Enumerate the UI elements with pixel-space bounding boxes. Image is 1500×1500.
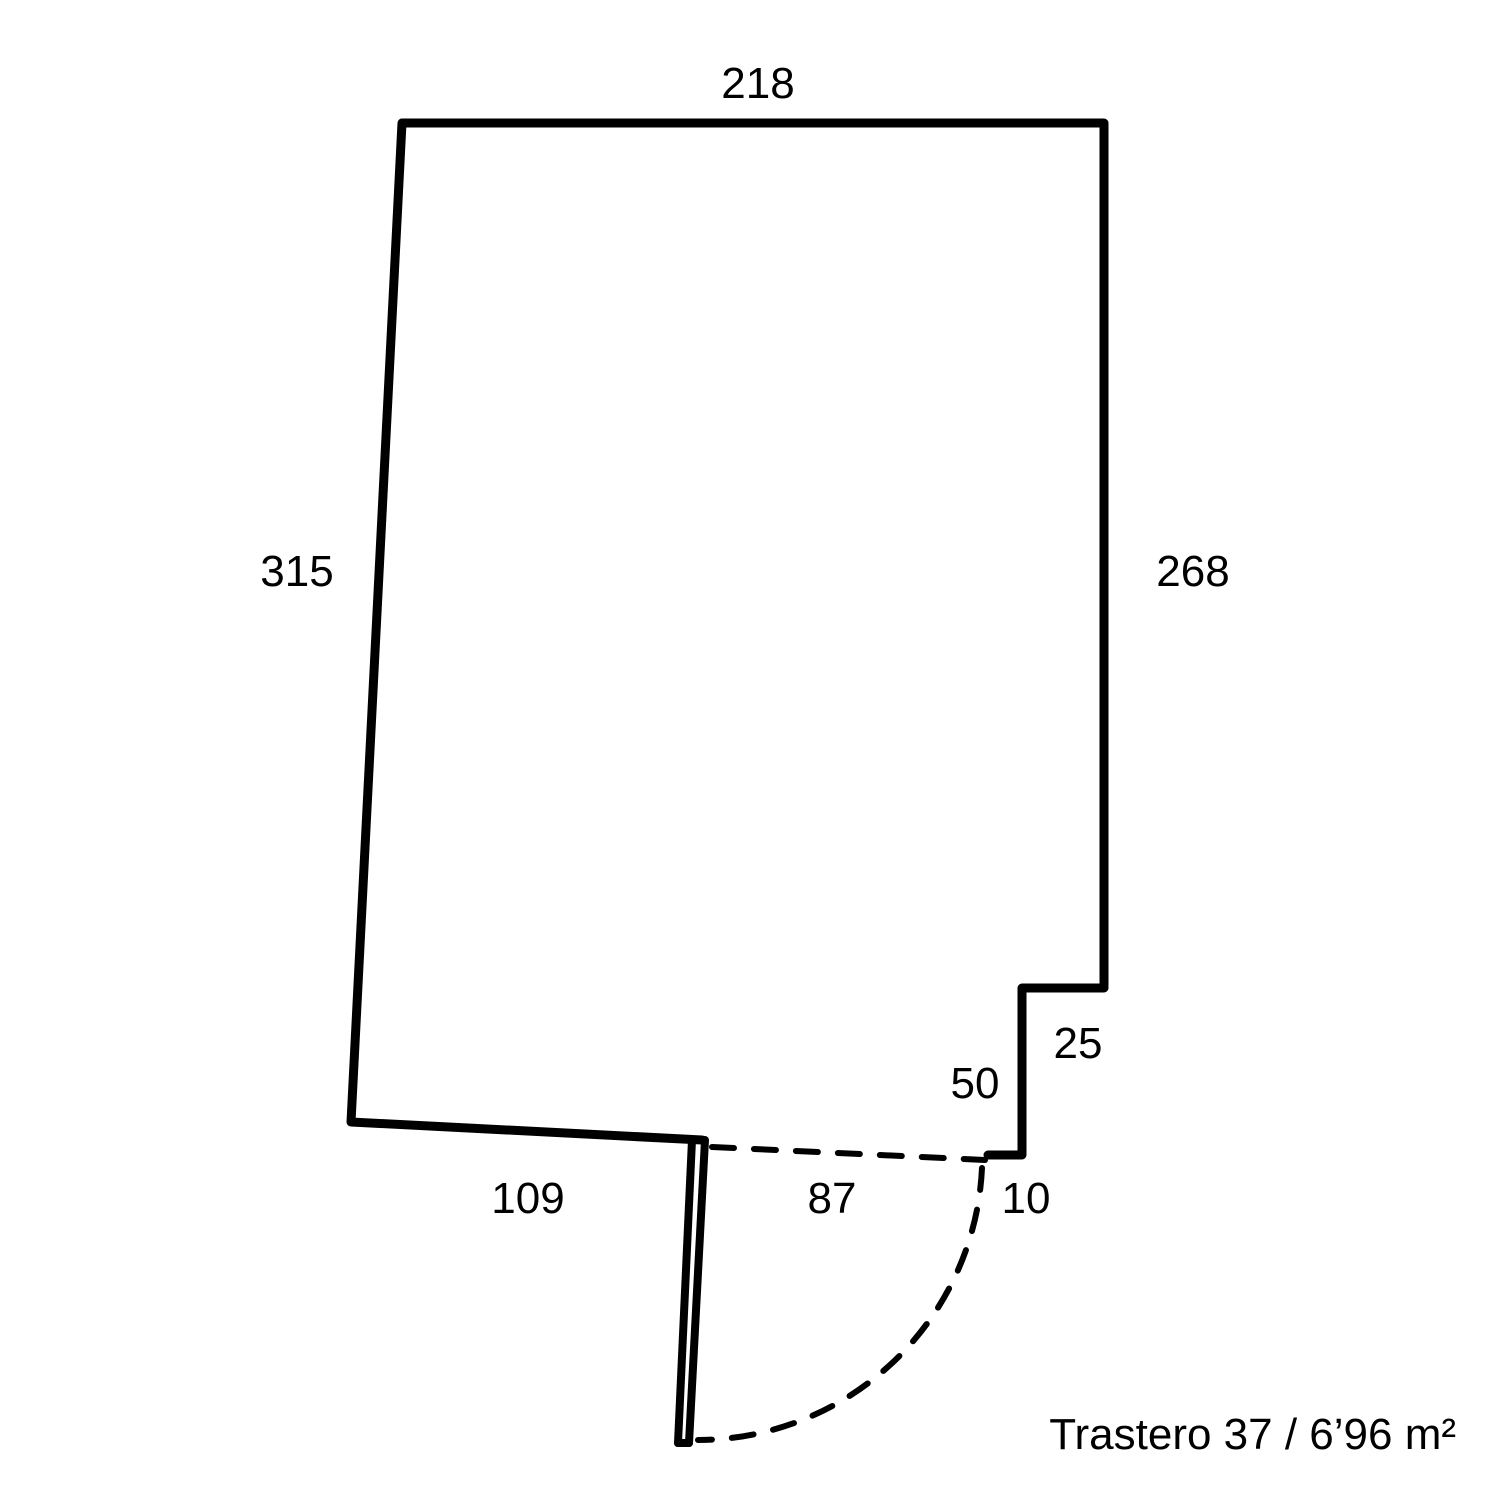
- dimension-bottom-left: 109: [491, 1174, 564, 1223]
- dimension-right: 268: [1156, 547, 1229, 596]
- dimension-notch-vertical: 50: [951, 1059, 1000, 1108]
- door-leaf-inner: [685, 1136, 709, 1447]
- dimension-left: 315: [260, 547, 333, 596]
- door-swing-arc: [695, 1165, 985, 1443]
- door-leaf-outer: [674, 1136, 696, 1447]
- dimension-top: 218: [721, 59, 794, 108]
- dimension-bottom-right: 10: [1002, 1174, 1051, 1223]
- dimension-door-opening: 87: [808, 1174, 857, 1223]
- door-opening-line: [709, 1144, 988, 1163]
- dimension-notch-horizontal: 25: [1054, 1019, 1103, 1068]
- plan-caption: Trastero 37 / 6’96 m²: [1049, 1410, 1456, 1459]
- room-outline-wall: [346, 118, 1109, 1160]
